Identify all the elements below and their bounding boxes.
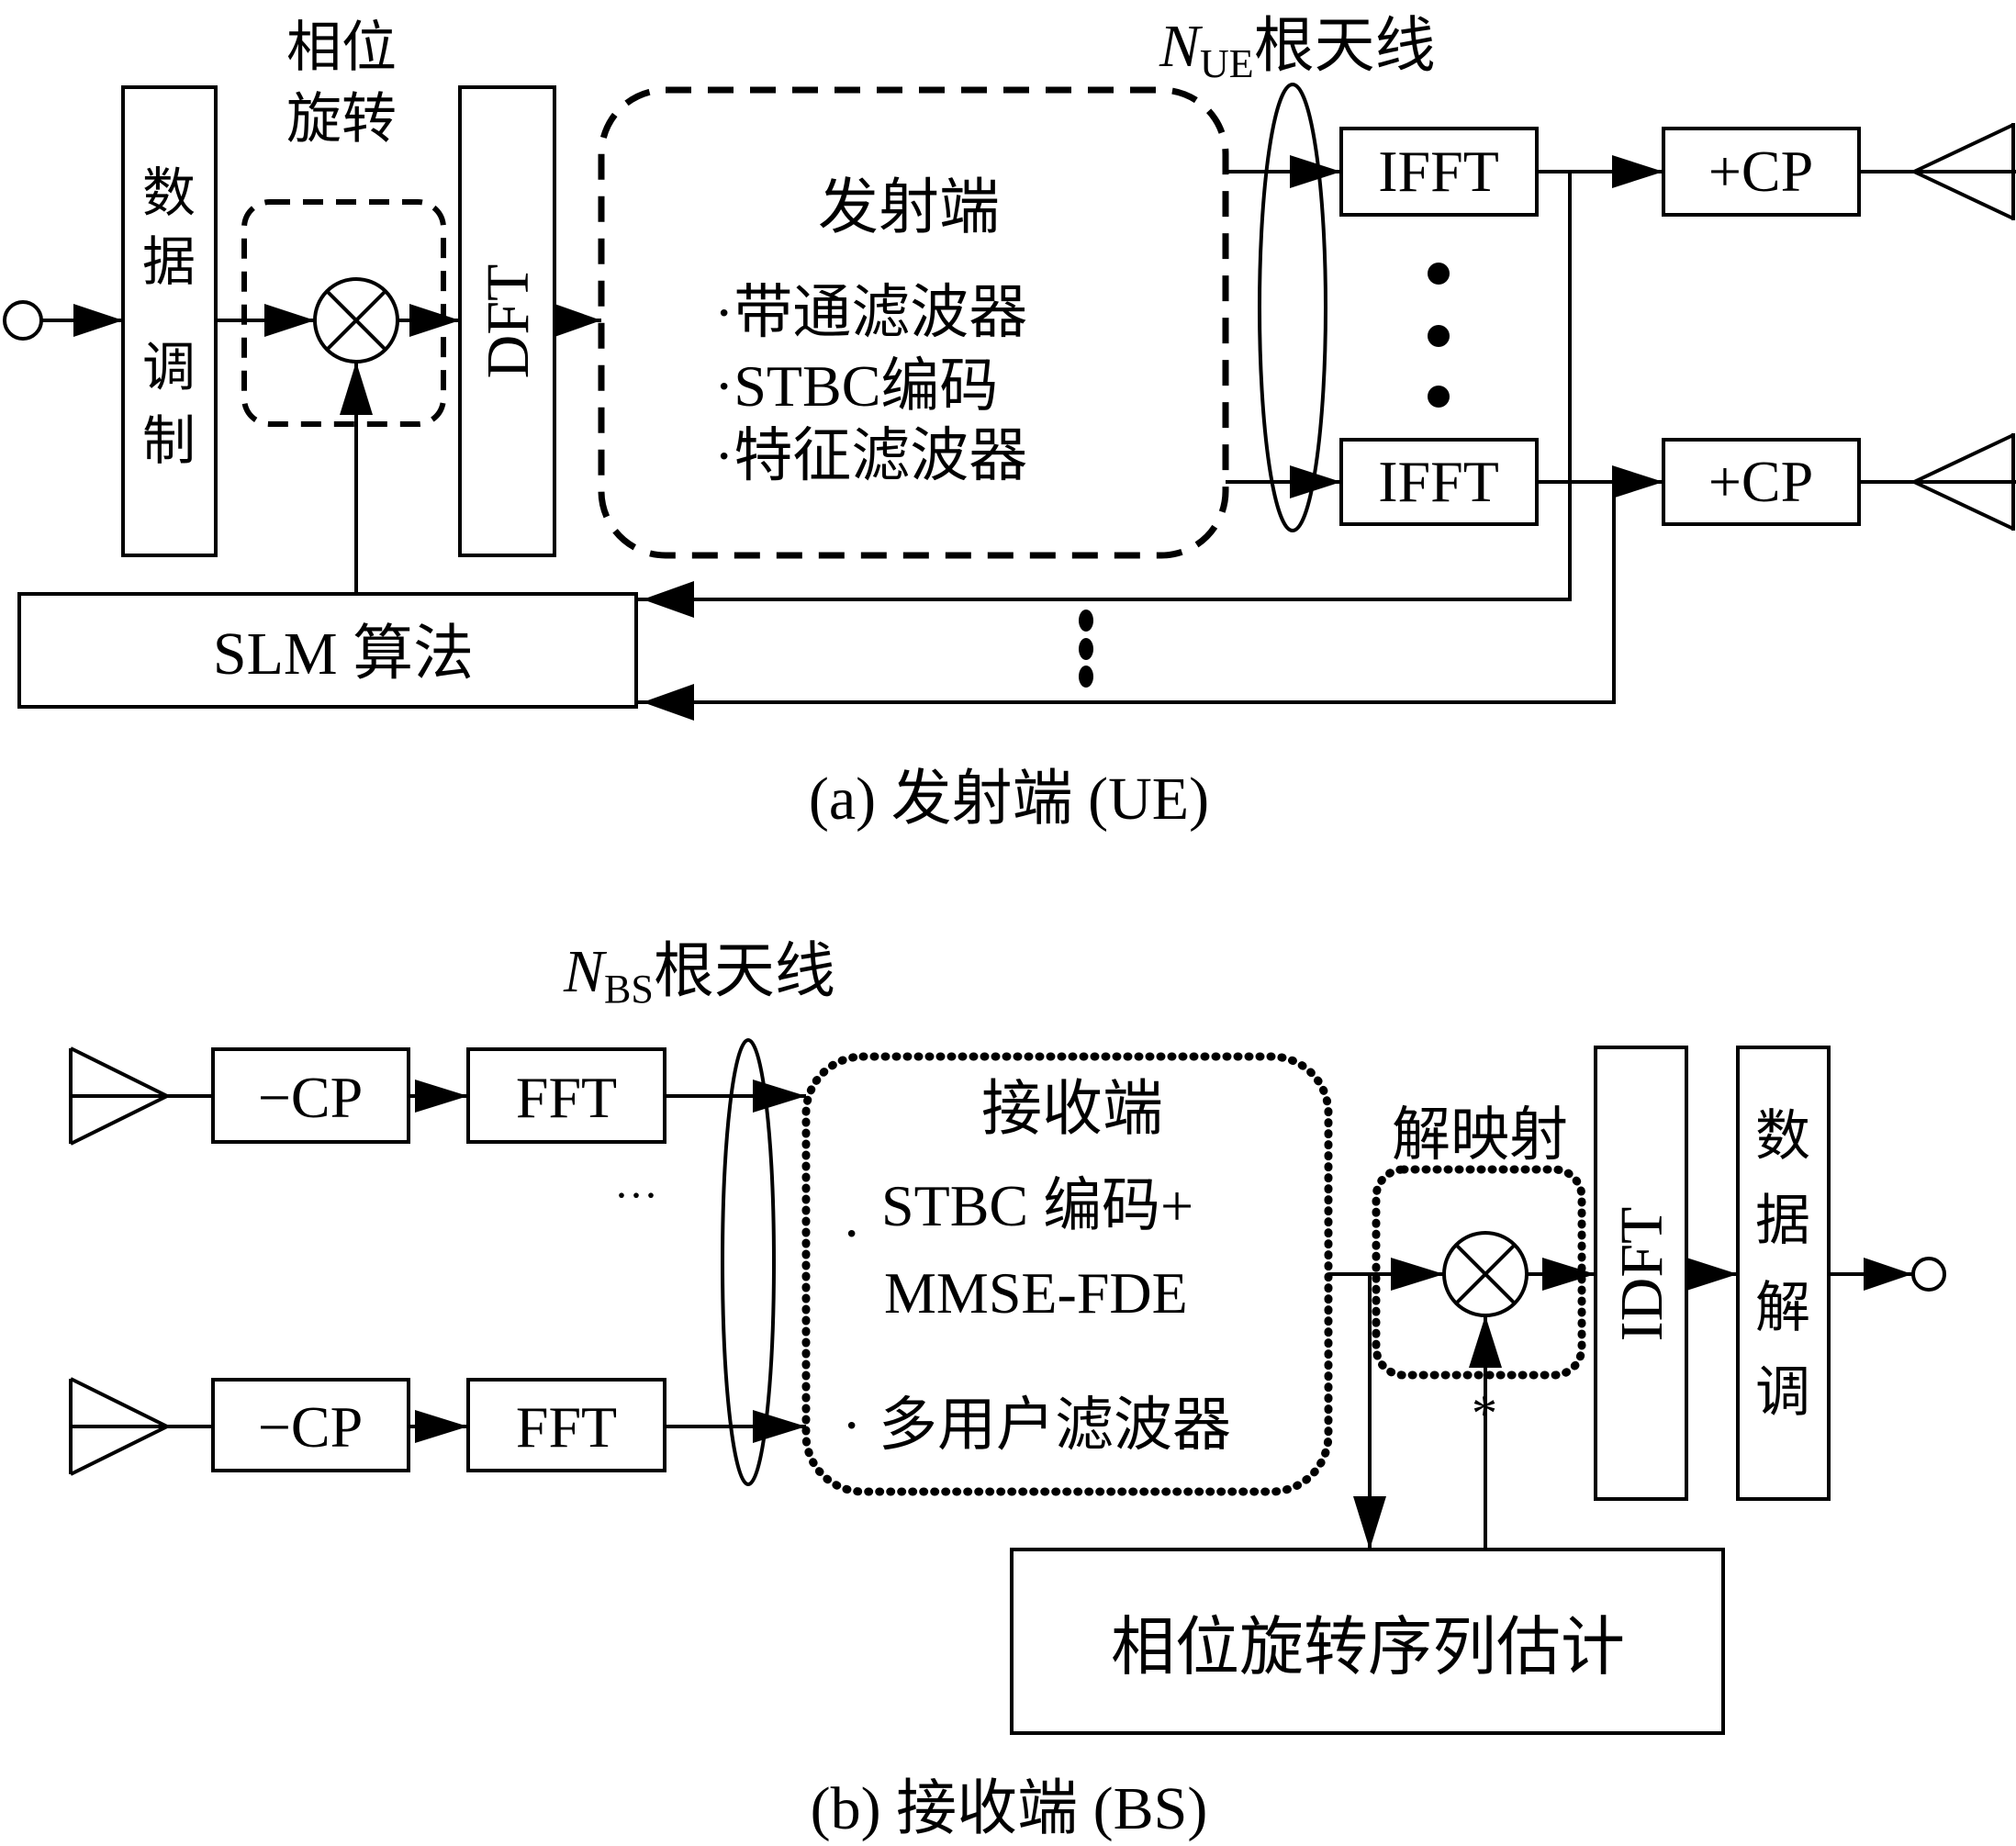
receiver-item: STBC 编码+ [881, 1173, 1193, 1238]
fft-block-1 [466, 1047, 666, 1144]
add-cp-block-1 [1662, 127, 1861, 217]
bs-receiver: NBS根天线 −CP −CP FFT FFT ··· [69, 938, 1946, 1842]
remove-cp-label: −CP [258, 1394, 363, 1460]
receiver-bullet: · [842, 1393, 861, 1458]
data-modulation-block [121, 85, 218, 557]
dft-label: DFT [475, 264, 542, 379]
phase-rotation-label-2: 旋转 [286, 89, 397, 150]
svg-text:制: 制 [142, 411, 196, 471]
feedback-line-2 [636, 482, 1616, 704]
ifft-label: IFFT [1378, 139, 1499, 204]
horizontal-ellipsis: ··· [614, 1171, 658, 1220]
add-cp-block-2 [1662, 438, 1861, 526]
add-cp-label: +CP [1708, 139, 1813, 204]
slm-algorithm-label: SLM 算法 [213, 621, 474, 688]
antenna-group-ellipse [721, 1038, 776, 1486]
output-terminal-icon [1911, 1257, 1946, 1292]
svg-text:解: 解 [1755, 1278, 1810, 1338]
transmitter-item: ·STBC编码 [714, 353, 998, 419]
antenna-icon [69, 1377, 213, 1476]
fft-label: FFT [516, 1394, 617, 1460]
antenna-icon [1859, 123, 2016, 220]
ue-transmitter: 数 据 调 制 相位 旋转 DFT 发射端 ·带通滤波器 ·STB [3, 13, 2016, 833]
transmitter-item: ·带通滤波器 [714, 280, 1027, 345]
transmitter-title: 发射端 [818, 174, 1000, 241]
phase-rotation-estimation-block [1010, 1548, 1725, 1735]
phase-rotation-block [241, 199, 446, 427]
data-modulation-label: 数 据 调 制 [142, 163, 196, 471]
bs-antenna-count-label: NBS根天线 [563, 938, 835, 1012]
receiver-item: MMSE-FDE [884, 1260, 1188, 1326]
conjugate-mark: * [1472, 1385, 1497, 1442]
dft-block [458, 85, 556, 557]
fft-label: FFT [516, 1065, 617, 1130]
svg-text:数: 数 [1755, 1106, 1810, 1167]
antenna-group-ellipse [1258, 83, 1327, 532]
receiver-title: 接收端 [981, 1076, 1163, 1143]
svg-text:据: 据 [1755, 1191, 1810, 1251]
phase-rotation-label-1: 相位 [286, 17, 397, 78]
multiplier-icon [1442, 1231, 1529, 1317]
transmitter-item: ·特征滤波器 [714, 423, 1027, 488]
input-terminal-icon [3, 300, 43, 341]
demap-label: 解映射 [1392, 1102, 1568, 1168]
ifft-label: IFFT [1378, 449, 1499, 514]
phase-rotation-estimation-label: 相位旋转序列估计 [1111, 1613, 1625, 1684]
vertical-ellipsis-icon [1428, 263, 1450, 408]
multiplier-icon [313, 277, 399, 364]
remove-cp-label: −CP [258, 1065, 363, 1130]
feedback-line-1 [636, 172, 1572, 601]
svg-text:据: 据 [142, 232, 196, 292]
receiver-bullet: · [842, 1201, 861, 1266]
transmitter-block [598, 86, 1229, 559]
ue-antenna-count-label: NUE根天线 [1159, 13, 1436, 86]
slm-algorithm-block [17, 592, 638, 709]
caption-bs: (b) 接收端 (BS) [811, 1775, 1208, 1842]
antenna-icon [1859, 433, 2016, 531]
antenna-icon [69, 1046, 213, 1146]
svg-text:数: 数 [142, 163, 196, 223]
svg-text:调: 调 [1755, 1362, 1810, 1423]
svg-text:调: 调 [142, 338, 196, 397]
remove-cp-block-1 [211, 1047, 410, 1144]
receiver-item: 多用户滤波器 [879, 1393, 1231, 1458]
add-cp-label: +CP [1708, 449, 1813, 514]
data-demodulation-label: 数 据 解 调 [1755, 1106, 1810, 1423]
vertical-ellipsis-icon [1079, 610, 1093, 688]
caption-ue: (a) 发射端 (UE) [809, 766, 1209, 833]
idft-label: IDFT [1608, 1207, 1675, 1342]
remove-cp-block-2 [211, 1378, 410, 1472]
